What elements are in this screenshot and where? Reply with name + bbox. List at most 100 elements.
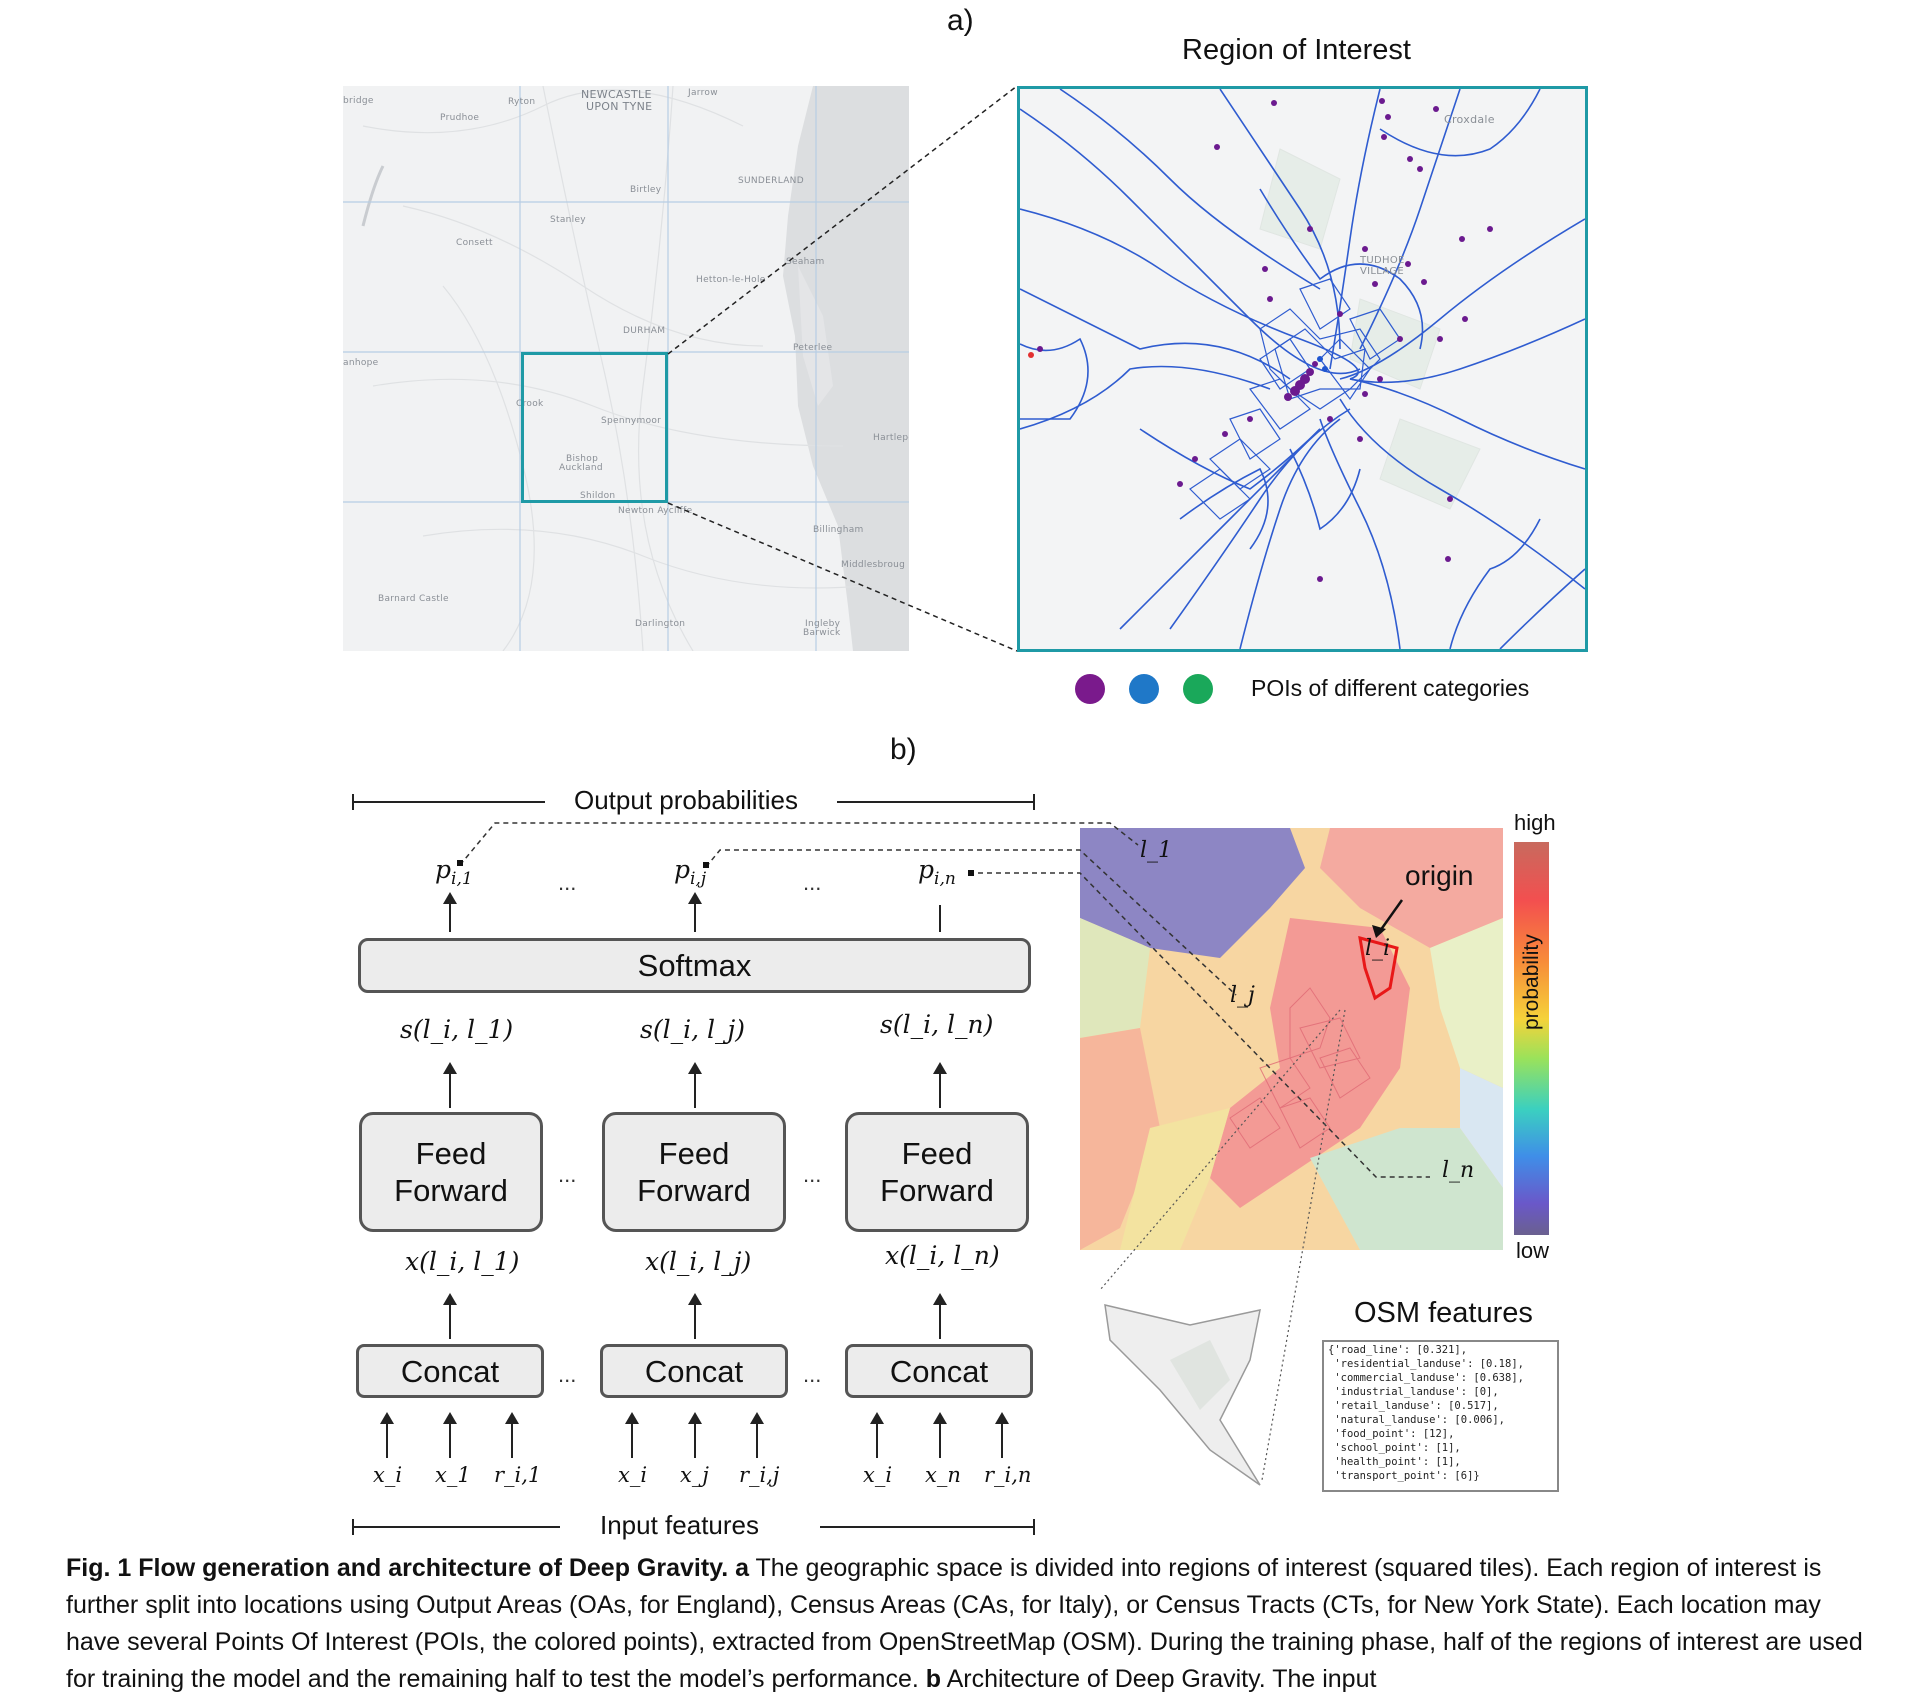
roi-map-label: Croxdale (1444, 113, 1495, 126)
ff-label-line1: Feed (658, 1136, 730, 1171)
map-label: Consett (456, 238, 493, 248)
caption-text-a: The geographic space is divided into reg… (66, 1554, 1863, 1693)
osm-features-box: {'road_line': [0.321], 'residential_land… (1322, 1340, 1559, 1492)
osm-feature-line: 'natural_landuse': [0.006], (1328, 1414, 1506, 1426)
score-label-1: s(l_i, l_1) (400, 1015, 514, 1044)
ellipsis: ... (803, 1362, 822, 1387)
arrow-up (933, 1293, 947, 1339)
ff-label-line1: Feed (415, 1136, 487, 1171)
prob-label-j: pi,j (674, 855, 706, 889)
prob-sub: i,j (690, 869, 707, 889)
input-label: x_n (925, 1463, 961, 1487)
input-label: x_1 (435, 1463, 471, 1487)
map-label: Spennymoor (601, 416, 662, 426)
score-label-n: s(l_i, l_n) (880, 1010, 994, 1039)
map-label: Peterlee (793, 343, 833, 353)
ff-label-line2: Forward (637, 1173, 751, 1208)
roi-map-label: TUDHOE (1360, 255, 1405, 266)
map-label-l1: l_1 (1140, 838, 1173, 863)
map-label: Prudhoe (440, 113, 480, 123)
arrow-up (688, 1062, 702, 1108)
feature-label-n: x(l_i, l_n) (885, 1241, 1000, 1270)
prob-label-n: pi,n (918, 855, 956, 889)
roi-map: Croxdale TUDHOE VILLAGE (1017, 86, 1588, 652)
map-label: Hetton-le-Hole (696, 275, 766, 285)
arrow-up (505, 1412, 519, 1458)
overview-map-graphic (343, 86, 909, 651)
ff-label-line1: Feed (901, 1136, 973, 1171)
poi-legend: POIs of different categories (1075, 672, 1635, 708)
prob-base: p (918, 855, 935, 884)
arrow-up (443, 1293, 457, 1339)
caption-text-b: Architecture of Deep Gravity. The input (941, 1665, 1377, 1693)
map-label: bridge (343, 96, 374, 106)
ff-label-line2: Forward (880, 1173, 994, 1208)
input-label: x_i (618, 1463, 648, 1487)
legend-text: POIs of different categories (1251, 675, 1530, 701)
score-label-j: s(l_i, l_j) (640, 1015, 745, 1044)
softmax-box: Softmax (358, 938, 1031, 993)
selected-tile (521, 352, 668, 503)
arrow-up (933, 1412, 947, 1458)
ellipsis: ... (558, 870, 577, 895)
arrow-up (443, 1412, 457, 1458)
colorbar (1514, 842, 1549, 1235)
legend-dot-blue (1129, 674, 1159, 704)
panel-b-label: b) (890, 733, 917, 766)
arrow-up (688, 892, 702, 932)
map-label: Bishop (566, 454, 599, 464)
prob-base: p (435, 855, 452, 884)
output-probabilities-title: Output probabilities (574, 785, 799, 815)
input-label: x_i (373, 1463, 403, 1487)
ff-label-line2: Forward (394, 1173, 508, 1208)
osm-feature-line: 'transport_point': [6]} (1328, 1470, 1480, 1482)
map-label: UPON TYNE (586, 100, 653, 113)
osm-feature-line: 'retail_landuse': [0.517], (1328, 1400, 1499, 1412)
map-label-li: l_i (1365, 936, 1391, 961)
probability-map: origin l_1 l_j l_i l_n (1080, 828, 1503, 1250)
concat-box-j: Concat (600, 1344, 788, 1398)
colorbar-axis-label: probability (1520, 934, 1543, 1030)
map-label: NEWCASTLE (581, 88, 652, 101)
arrow-up (688, 1412, 702, 1458)
map-label: Newton Aycliffe (618, 506, 693, 516)
ellipsis: ... (558, 1362, 577, 1387)
map-label: Billingham (813, 525, 864, 535)
map-label: Shildon (580, 491, 616, 501)
map-label: Barwick (803, 628, 841, 638)
osm-feature-line: 'residential_landuse': [0.18], (1328, 1358, 1524, 1370)
map-label: DURHAM (623, 326, 666, 336)
osm-feature-line: 'commercial_landuse': [0.638], (1328, 1372, 1524, 1384)
osm-feature-line: 'school_point': [1], (1328, 1442, 1461, 1454)
legend-dot-green (1183, 674, 1213, 704)
origin-arrow (1372, 899, 1404, 938)
roi-title: Region of Interest (1182, 34, 1411, 66)
caption-bold-title: Fig. 1 Flow generation and architecture … (66, 1554, 750, 1582)
osm-feature-line: 'industrial_landuse': [0], (1328, 1386, 1499, 1398)
caption-bold-b: b (925, 1665, 942, 1693)
map-label: Barnard Castle (378, 594, 449, 604)
prob-map-connectors (457, 822, 1430, 1481)
osm-location-inset (1104, 1304, 1261, 1486)
feature-label-j: x(l_i, l_j) (645, 1247, 752, 1276)
ellipsis: ... (558, 1162, 577, 1187)
map-label: anhope (343, 358, 379, 368)
osm-feature-line: 'food_point': [12], (1328, 1428, 1455, 1440)
osm-features-title: OSM features (1354, 1297, 1533, 1329)
map-label-ln: l_n (1442, 1158, 1475, 1183)
concat-box-1: Concat (356, 1344, 544, 1398)
arrow-up (625, 1412, 639, 1458)
input-bracket (352, 1519, 1035, 1535)
colorbar-high-label: high (1514, 810, 1556, 835)
arrow-up (688, 1293, 702, 1339)
input-label: x_i (863, 1463, 893, 1487)
osm-feature-line: 'health_point': [1], (1328, 1456, 1461, 1468)
prob-base: p (674, 855, 691, 884)
colorbar-low-label: low (1516, 1238, 1550, 1263)
map-label: Middlesbroug (841, 560, 906, 570)
input-label: x_j (680, 1463, 709, 1487)
input-label: r_i,j (739, 1463, 780, 1487)
arrow-up (933, 1062, 947, 1108)
